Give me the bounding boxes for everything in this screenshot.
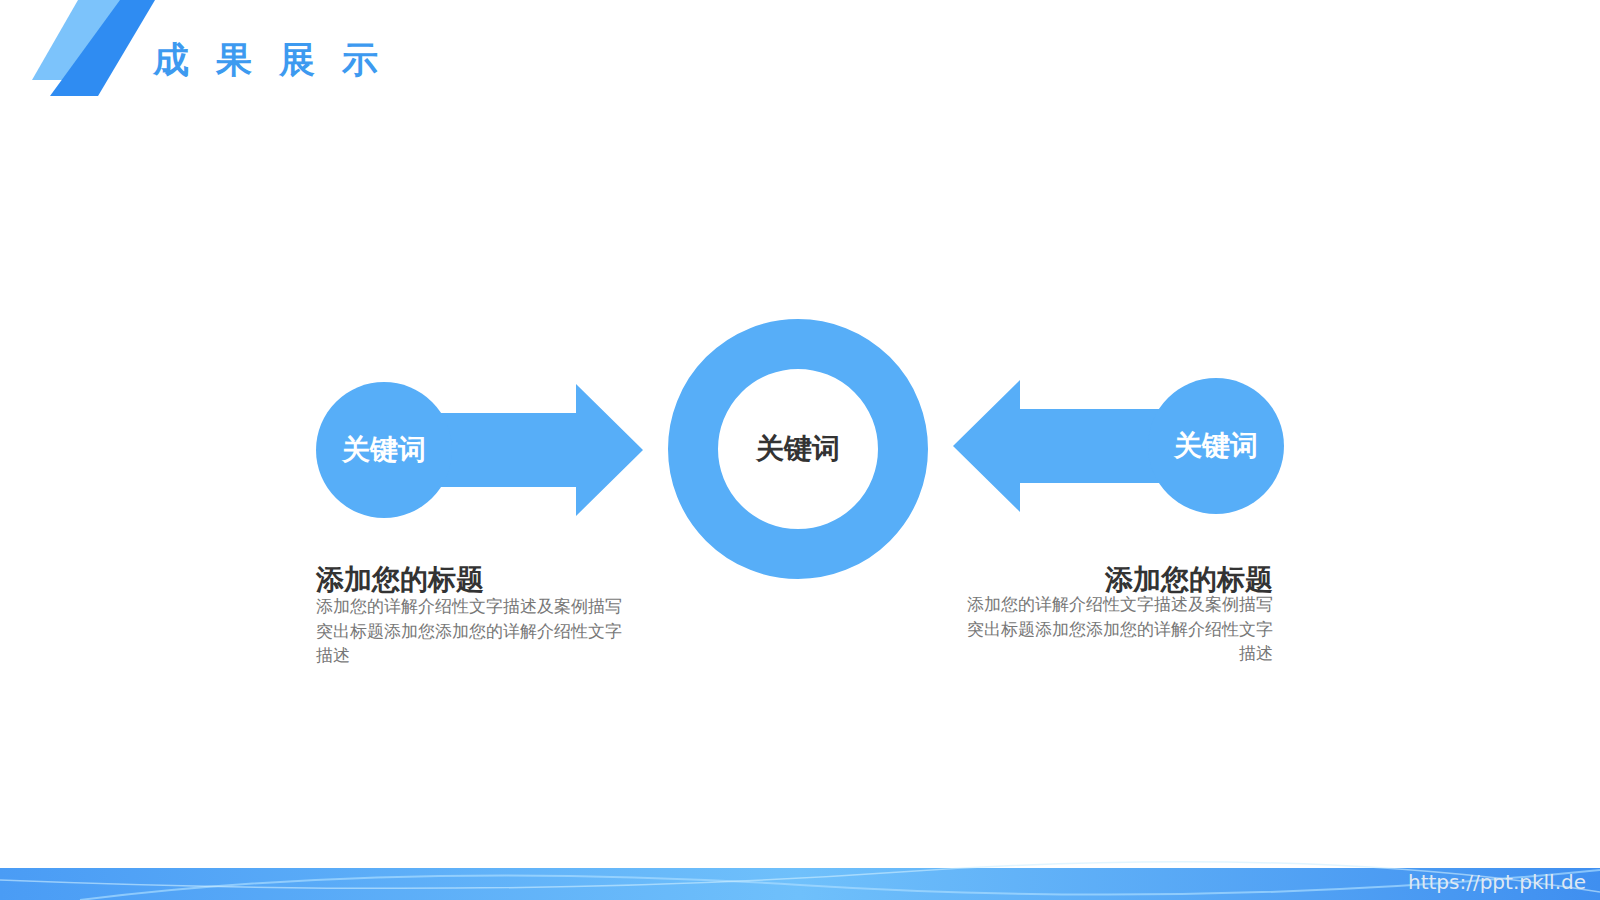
block-arrow [432,384,643,516]
band-wave [0,862,1600,892]
slide-title: 成果展示 [153,36,405,85]
keyword-circle: 关键词 [316,382,452,518]
block-body: 添加您的详解介绍性文字描述及案例描写突出标题添加您添加您的详解介绍性文字描述 [957,592,1273,666]
block-heading: 添加您的标题 [316,560,646,601]
keyword-text: 关键词 [1174,427,1258,465]
keyword-ring: 关键词 [668,319,928,579]
bottom-band [0,868,1600,900]
band-wave [80,870,1600,900]
keyword-text: 关键词 [342,431,426,469]
block-arrow [953,380,1168,512]
block-body: 添加您的详解介绍性文字描述及案例描写突出标题添加您添加您的详解介绍性文字描述 [316,594,632,668]
keyword-text: 关键词 [756,430,840,468]
keyword-circle: 关键词 [1148,378,1284,514]
corner-stripe [50,0,155,96]
watermark: https://ppt.pkll.de [1326,868,1586,897]
